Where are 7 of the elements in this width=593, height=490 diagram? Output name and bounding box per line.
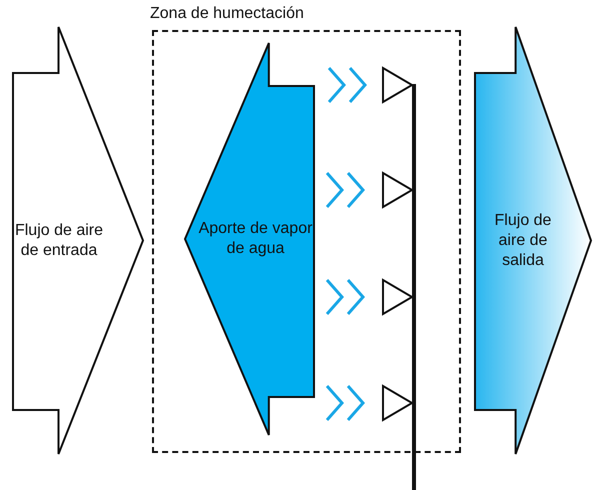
node-label: Flujo de aire de salida	[494, 210, 552, 270]
node-label: Aporte de vapor de agua	[198, 219, 314, 259]
node-label: Flujo de aire de entrada	[14, 220, 104, 260]
zone-title: Zona de humectación	[150, 4, 304, 24]
steam-supply-arrow	[185, 43, 314, 435]
inlet-air-arrow	[13, 27, 143, 454]
outlet-air-arrow	[475, 27, 591, 454]
